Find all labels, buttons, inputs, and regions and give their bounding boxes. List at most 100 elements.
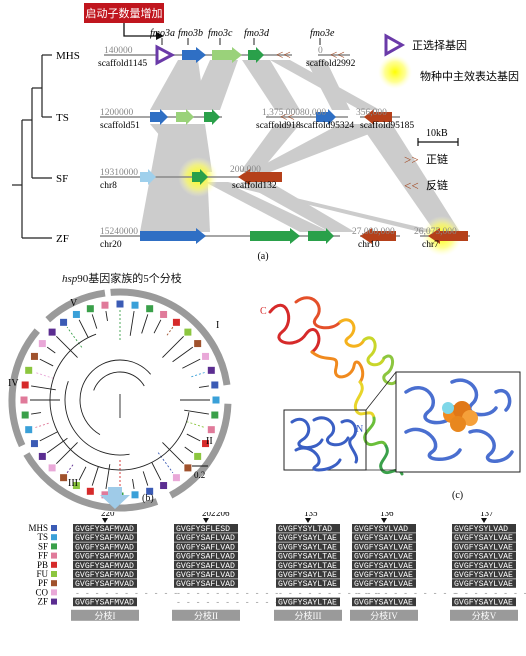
alignment-species-label: PF [38,578,48,588]
alignment-sequence: GVGFYSYLVAD [354,525,408,534]
alignment-sequence: GVGFYSYLVAD [454,525,508,534]
alignment-species-swatch [51,580,57,587]
promoter-arrow [123,23,156,37]
alignment-row-bg [73,579,137,588]
species-square [194,452,202,460]
protein-ribbon [268,296,404,476]
alignment-species-label: CO [35,587,48,597]
alignment-sequence: - - - - - - - - - - - [176,599,279,608]
protein-n-domain [290,416,359,472]
tree-branch [46,437,68,454]
alignment-position: 202 [202,512,216,518]
alignment-sequence: GVGFYSAYLTAE [278,534,337,543]
alignment-sequence: GVGFYSAFLVAD [176,543,235,552]
coord-ts-1-scaffold: scaffold51 [100,120,140,131]
tree-branch [91,314,98,329]
alignment-row-bg [452,551,516,561]
alignment-row-bg [174,533,238,542]
alignment-sequence: - - - - - - - - - - - [454,589,526,598]
species-label-zf: ZF [56,233,69,245]
alignment-block: GVGFYSFLESDGVGFYSAFLVADGVGFYSAFLVADGVGFY… [172,512,279,621]
alignment-block: GVGFYSYLVADGVGFYSAYLVAEGVGFYSAYLVAEGVGFY… [450,512,526,621]
species-squares [20,300,220,500]
species-square [48,328,56,336]
tree-branch [78,319,89,338]
tree-branch [34,422,49,429]
species-square [146,487,154,495]
alignment-species-label: FU [36,569,48,579]
alignment-position: 136 [380,512,394,518]
alignment-sequence: GVGFYSAYLVAE [354,599,413,608]
alignment-block-label-bg [450,609,518,621]
tree-branch [105,311,108,322]
alignment-block-label: 分枝II [194,610,218,621]
coord-ts-4-pos: 356,000 [356,108,387,118]
panel-b-title-italic: hsp [62,273,78,285]
alignment-row-bg [174,570,238,579]
coord-zf-3-pos: 26,075,000 [414,227,457,237]
alignment-row-bg [352,570,416,579]
tree-branch [166,326,174,336]
clade-label-iii: III [68,478,78,489]
tree-branch [186,421,206,429]
clade-label-ii: II [206,436,213,447]
alignment-block-label: 分枝IV [370,610,398,621]
alignment-sequence: GVGFYSAFMVAD [75,543,134,552]
panel-c-protein-structure: C N (c) [260,296,521,501]
alignment-row-bg [452,533,516,542]
alignment-sequence: GVGFYSAFLVAD [176,571,235,580]
main-expressed-gene-sf [192,169,208,185]
tree-branch [56,442,78,464]
alignment-sequence: GVGFYSAFMVAD [75,553,134,562]
coord-mhs-1-pos: 140000 [104,46,133,56]
tree-branch [184,409,209,415]
legend-scale-label: 10kB [426,128,448,139]
alignment-sequence: - - - - - - - - - - - [75,589,178,598]
alignment-block-label: 分枝I [95,610,116,621]
tree-branch [157,452,174,474]
alignment-species-label: TS [37,532,48,542]
tree-branch-arc [79,359,151,436]
panel-b-title-rest: 90基因家族的5个分枝 [77,273,182,285]
species-square [21,381,29,389]
species-square [184,328,192,336]
positive-selection-gene-fmo3a [155,44,176,66]
tree-scale-label: 0.2 [194,470,205,480]
alignment-row-bg [276,570,340,579]
coord-sf-1-pos: 19310000 [100,168,138,178]
clade-arc [169,403,232,499]
alignment-sequence: GVGFYSFLESD [176,525,230,534]
gene-label-fmo3d: fmo3d [244,28,270,39]
species-square [30,352,38,360]
tree-branch [91,466,99,486]
tree-branch [151,462,162,481]
gene-label-fmo3a: fmo3a [150,28,175,39]
alignment-sequence: GVGFYSAFMVAD [75,562,134,571]
zoom-inset-ribbon [404,378,514,463]
alignment-row-bg [174,524,238,533]
alignment-species-swatch [51,525,57,531]
panel-b-title: hsp90基因家族的5个分枝 [62,270,182,286]
species-label-mhs: MHS [56,50,80,62]
alignment-species-label: SF [38,541,48,551]
alignment-row-bg [452,579,516,588]
alignment-sequence: GVGFYSAYLVAE [454,599,513,608]
alignment-position-arrow [481,518,487,523]
tree-branches [30,310,210,490]
coord-ts-1-pos: 1200000 [100,108,134,118]
species-square [116,300,124,308]
alignment-row-bg [174,579,238,588]
alignment-sequence: GVGFYSAYLTAE [278,580,337,589]
species-square [38,340,46,348]
alignment-sequence: GVGFYSAYLTAE [278,599,337,608]
coord-mhs-1-scaffold: scaffold1145 [98,58,147,69]
species-square [101,491,109,499]
species-square [60,474,68,482]
legend-positive-selection: 正选择基因 [412,38,467,52]
alignment-position-arrow [203,518,209,523]
alignment-species-label: FF [38,551,48,561]
alignment-row-bg [352,524,416,533]
alignment-block-label-bg [71,609,139,621]
tree-branch [191,371,206,378]
